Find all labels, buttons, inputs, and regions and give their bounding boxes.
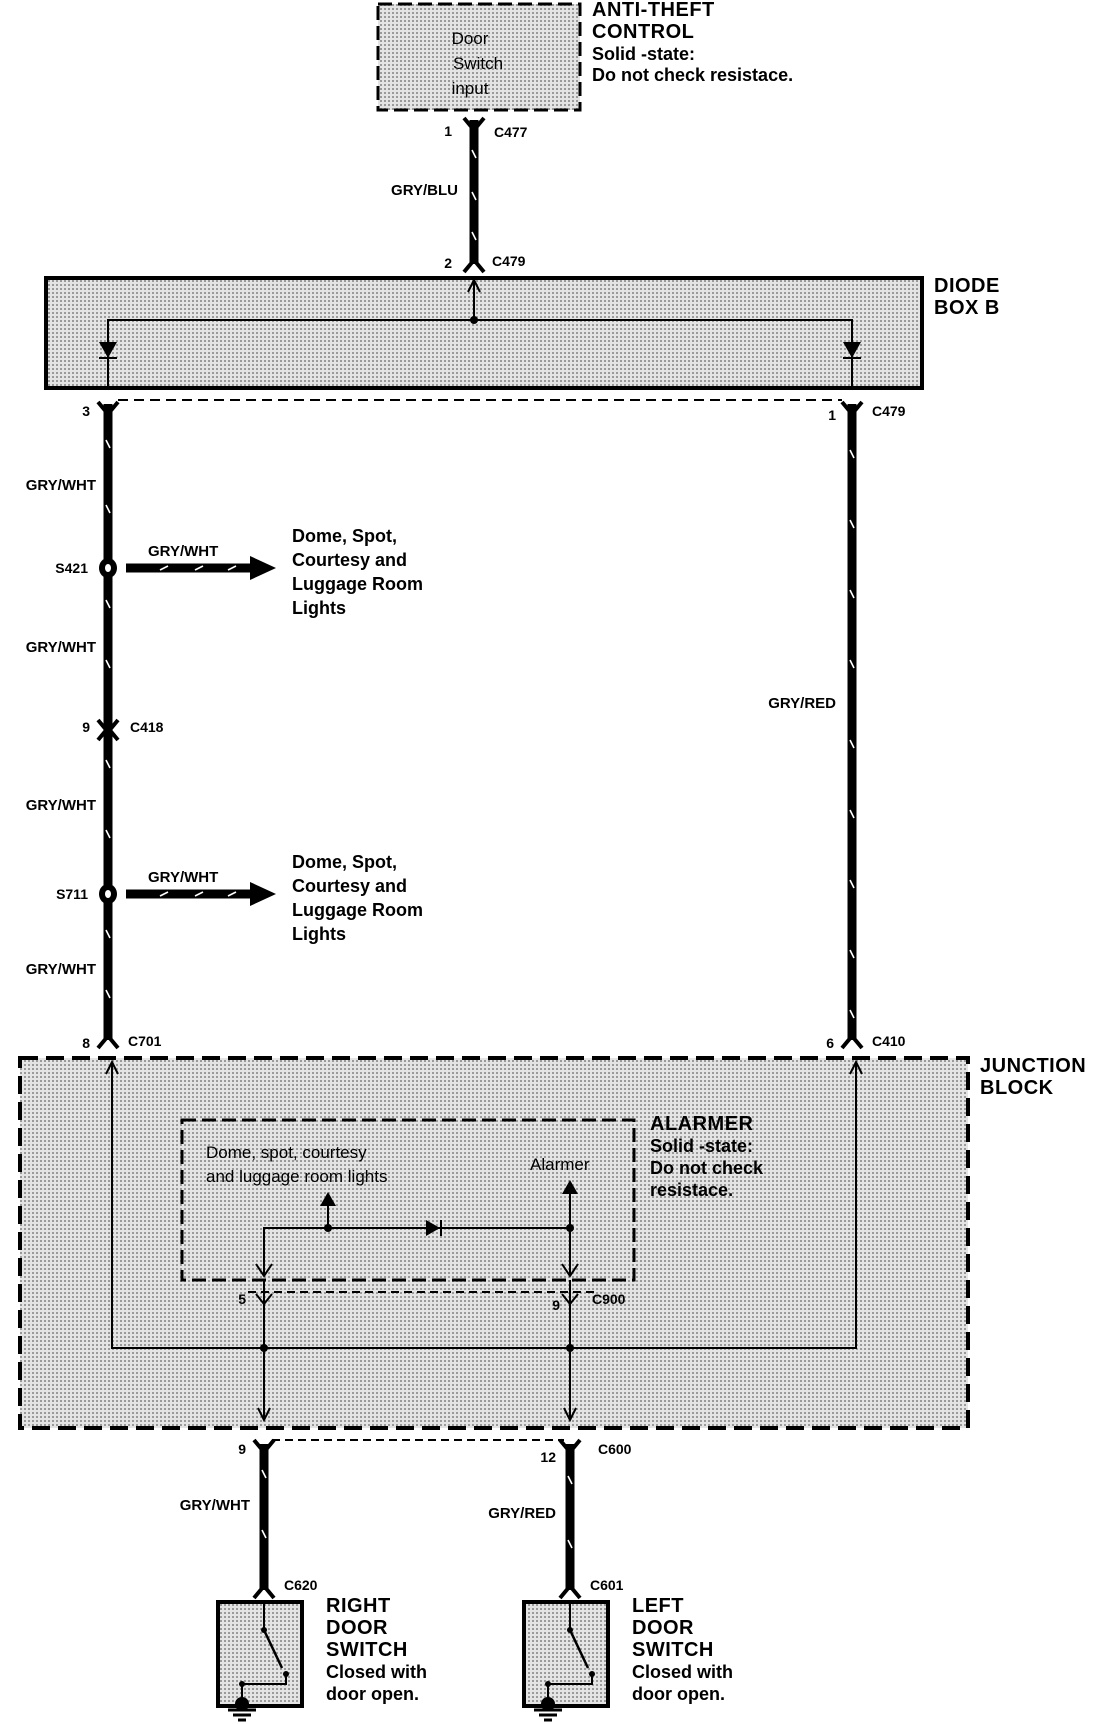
gry-blu-label: GRY/BLU [391,182,458,199]
alarmer-note-1: Solid -state: [650,1136,753,1156]
alarmer: Dome, spot, courtesy and luggage room li… [180,1113,764,1282]
left-switch-note-2: door open. [632,1684,725,1704]
left-door-switch: LEFT DOOR SWITCH Closed with door open. [522,1595,733,1722]
c900-left-pin: 5 [238,1291,246,1307]
c479-top-name: C479 [492,253,526,269]
wire-left-door: 12 C600 GRY/RED C601 [488,1438,632,1600]
s711-label: S711 [56,886,88,902]
right-switch-note-1: Closed with [326,1662,427,1682]
junction-block-title-1: JUNCTION [980,1055,1086,1077]
alarmer-title: ALARMER [650,1113,754,1135]
left-switch-title-3: SWITCH [632,1639,714,1661]
junction-block-title-2: BLOCK [980,1077,1054,1099]
gry-red-label-2: GRY/RED [488,1505,556,1522]
alarmer-inner-alarmer: Alarmer [530,1155,590,1174]
diode-box-title-1: DIODE [934,275,1000,297]
c701-pin: 8 [82,1035,90,1051]
gry-wht-label-4: GRY/WHT [26,961,96,978]
c479-right-name: C479 [872,403,906,419]
anti-theft-control: Door Switch input ANTI-THEFT CONTROL Sol… [376,0,793,112]
wire-right-door: 9 GRY/WHT C620 [180,1438,318,1600]
upper-branch-line-3: Luggage Room [292,574,423,594]
c601-name: C601 [590,1577,624,1593]
anti-theft-title-2: CONTROL [592,21,694,43]
anti-theft-title-1: ANTI-THEFT [592,0,715,21]
lower-branch-line-4: Lights [292,924,346,944]
c479-right-pin: 1 [828,407,836,423]
c620-name: C620 [284,1577,318,1593]
c418-name: C418 [130,719,164,735]
upper-branch-line-2: Courtesy and [292,550,407,570]
c600-left-pin: 9 [238,1441,246,1457]
alarmer-note-3: resistace. [650,1180,733,1200]
splice-s421: S421 GRY/WHT Dome, Spot, Courtesy and Lu… [55,526,423,618]
gry-wht-label-5: GRY/WHT [180,1497,250,1514]
s711-branch-wire-label: GRY/WHT [148,869,218,886]
right-switch-title-3: SWITCH [326,1639,408,1661]
anti-theft-note-2: Do not check resistace. [592,65,793,85]
gry-red-label-1: GRY/RED [768,695,836,712]
gry-wht-label-1: GRY/WHT [26,477,96,494]
c410-name: C410 [872,1033,906,1049]
c410-pin: 6 [826,1035,834,1051]
c600-right-pin: 12 [540,1449,556,1465]
lower-branch-line-1: Dome, Spot, [292,852,397,872]
diode-box-title-2: BOX B [934,297,1000,319]
upper-branch-line-4: Lights [292,598,346,618]
left-switch-title-1: LEFT [632,1595,684,1617]
right-switch-title-1: RIGHT [326,1595,391,1617]
c479-left-pin: 3 [82,403,90,419]
wire-gry-wht-left: 3 GRY/WHT GRY/WHT 9 C418 GRY/WHT GRY/WHT… [26,400,164,1051]
c418-pin: 9 [82,719,90,735]
anti-theft-note-1: Solid -state: [592,44,695,64]
upper-branch-line-1: Dome, Spot, [292,526,397,546]
wire-gry-red-right: 1 C479 GRY/RED 6 C410 [768,400,906,1051]
alarmer-note-2: Do not check [650,1158,764,1178]
s421-branch-wire-label: GRY/WHT [148,543,218,560]
diode-box-b: DIODE BOX B [44,275,1000,390]
right-switch-title-2: DOOR [326,1617,388,1639]
s421-label: S421 [55,560,88,576]
c477-name: C477 [494,124,528,140]
lower-branch-line-3: Luggage Room [292,900,423,920]
c900-right-pin: 9 [552,1297,560,1313]
anti-theft-inner-3: input [452,79,489,98]
right-door-switch: RIGHT DOOR SWITCH Closed with door open. [216,1595,427,1722]
c600-right-name: C600 [598,1441,632,1457]
left-switch-note-1: Closed with [632,1662,733,1682]
c477-pin: 1 [444,123,452,139]
splice-s711: S711 GRY/WHT Dome, Spot, Courtesy and Lu… [56,852,423,944]
wire-gry-blu: GRY/BLU 1 C477 2 C479 [391,116,528,274]
anti-theft-inner-2: Switch [453,54,503,73]
left-switch-title-2: DOOR [632,1617,694,1639]
alarmer-inner-lights-1: Dome, spot, courtesy [206,1143,367,1162]
c479-top-pin: 2 [444,255,452,271]
alarmer-inner-lights-2: and luggage room lights [206,1167,387,1186]
right-switch-note-2: door open. [326,1684,419,1704]
anti-theft-inner-1: Door [452,29,489,48]
c701-name: C701 [128,1033,162,1049]
gry-wht-label-3: GRY/WHT [26,797,96,814]
lower-branch-line-2: Courtesy and [292,876,407,896]
c900-right-name: C900 [592,1291,626,1307]
gry-wht-label-2: GRY/WHT [26,639,96,656]
